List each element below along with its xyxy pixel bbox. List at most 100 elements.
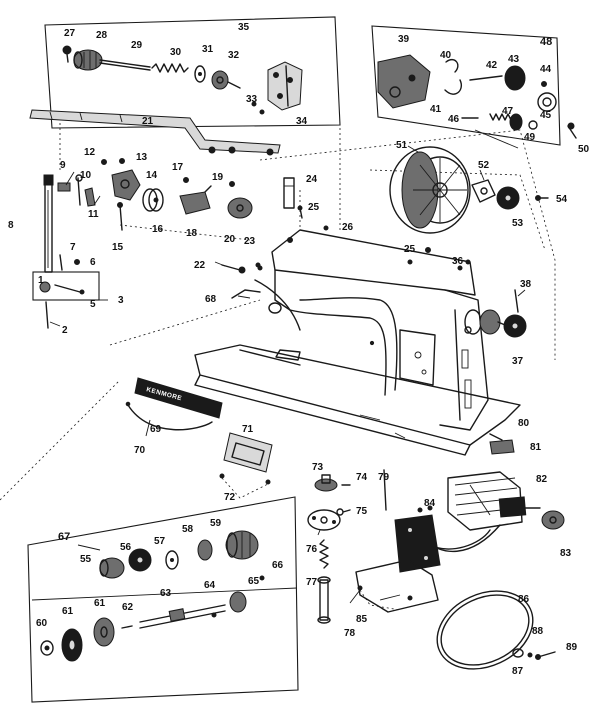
part-10-lever <box>75 174 83 206</box>
label-1: 1 <box>38 275 44 286</box>
part-15-screw <box>117 202 123 231</box>
part-21-arm-bar <box>29 109 281 156</box>
part-88-nut <box>527 652 533 658</box>
label-82: 82 <box>536 474 548 485</box>
label-28: 28 <box>96 30 108 41</box>
label-26: 26 <box>342 222 354 233</box>
part-77-spring <box>319 539 329 569</box>
part-1-presser-parts <box>39 281 85 295</box>
label-85: 85 <box>356 614 368 625</box>
label-58: 58 <box>182 524 194 535</box>
part-69-nameplate: KENMORE <box>134 377 223 419</box>
part-25b-screw <box>425 247 431 253</box>
label-35: 35 <box>238 22 250 33</box>
part-11-link <box>84 187 96 207</box>
part-70-arrow <box>125 401 213 431</box>
part-43-wheel <box>504 65 526 91</box>
part-2-needle <box>45 301 49 329</box>
label-46: 46 <box>448 114 460 125</box>
label-51: 51 <box>396 140 408 151</box>
machine-head <box>194 229 521 456</box>
label-89: 89 <box>566 642 578 653</box>
label-6: 6 <box>90 257 96 268</box>
part-60-washer <box>40 640 54 656</box>
part-54-screw <box>535 195 549 201</box>
label-59: 59 <box>210 518 222 529</box>
group-box-48 <box>371 25 561 146</box>
label-18: 18 <box>186 228 198 239</box>
label-10: 10 <box>80 170 92 181</box>
label-2: 2 <box>62 325 68 336</box>
label-12: 12 <box>84 147 96 158</box>
label-73: 73 <box>312 462 324 473</box>
part-30-spring <box>151 63 189 73</box>
part-57-washer <box>165 550 179 570</box>
label-87: 87 <box>512 666 524 677</box>
part-84-motor-bracket <box>394 505 501 573</box>
part-62-pin <box>121 625 133 629</box>
label-61: 61 <box>62 606 74 617</box>
label-88: 88 <box>532 626 544 637</box>
label-56: 56 <box>120 542 132 553</box>
label-27: 27 <box>64 28 76 39</box>
label-17: 17 <box>172 162 184 173</box>
label-67: 67 <box>58 531 70 543</box>
label-16: 16 <box>152 224 164 235</box>
part-25-screw <box>297 205 303 219</box>
label-64: 64 <box>204 580 216 591</box>
part-38-pin <box>514 289 519 313</box>
part-29-rod <box>99 59 151 71</box>
label-77: 77 <box>306 577 318 588</box>
part-13-pin <box>119 158 125 164</box>
part-71-plate <box>223 432 273 473</box>
label-25b: 25 <box>404 244 416 255</box>
part-83-pulley <box>541 510 565 530</box>
group-box-35 <box>44 16 341 129</box>
part-36-screw <box>465 259 471 265</box>
part-18-spring <box>179 185 212 215</box>
part-26-screw <box>323 225 329 231</box>
part-56-gear <box>128 548 152 572</box>
part-28-knob <box>73 49 103 71</box>
part-81-clip <box>489 439 515 455</box>
part-55-gear <box>99 557 125 579</box>
group-box-67 <box>27 496 299 703</box>
label-34: 34 <box>296 116 308 127</box>
part-80-screw <box>489 433 503 441</box>
part-73-knob <box>314 474 338 492</box>
label-31: 31 <box>202 44 214 55</box>
part-8-needle-bar <box>43 174 54 273</box>
label-70: 70 <box>134 445 146 456</box>
part-89-screw <box>535 651 556 660</box>
part-6-screw <box>74 259 80 265</box>
label-49: 49 <box>524 132 536 143</box>
part-33-screws <box>251 101 265 115</box>
label-11: 11 <box>88 209 99 220</box>
label-54: 54 <box>556 194 568 205</box>
part-66-screw <box>259 575 265 581</box>
label-63: 63 <box>160 588 172 599</box>
part-52-plate <box>471 179 496 203</box>
label-86: 86 <box>518 594 530 605</box>
label-8: 8 <box>8 220 14 231</box>
label-75: 75 <box>356 506 368 517</box>
part-86-belt <box>436 590 534 670</box>
part-53-gear <box>496 186 520 210</box>
label-62: 62 <box>122 602 134 613</box>
label-19: 19 <box>212 172 224 183</box>
label-80: 80 <box>518 418 530 429</box>
part-44-screw <box>541 81 547 87</box>
part-61b-cam <box>93 617 115 647</box>
part-32-nut <box>211 70 241 90</box>
label-45: 45 <box>540 110 552 121</box>
label-57: 57 <box>154 536 166 547</box>
part-63-shaft <box>139 604 226 629</box>
label-9: 9 <box>60 160 66 171</box>
label-7: 7 <box>70 242 76 253</box>
part-41-spring <box>444 79 462 95</box>
part-45-ring <box>537 92 557 112</box>
part-51-hand-wheel <box>389 146 471 234</box>
part-37-gear-assembly <box>479 309 527 338</box>
label-47: 47 <box>502 106 514 117</box>
